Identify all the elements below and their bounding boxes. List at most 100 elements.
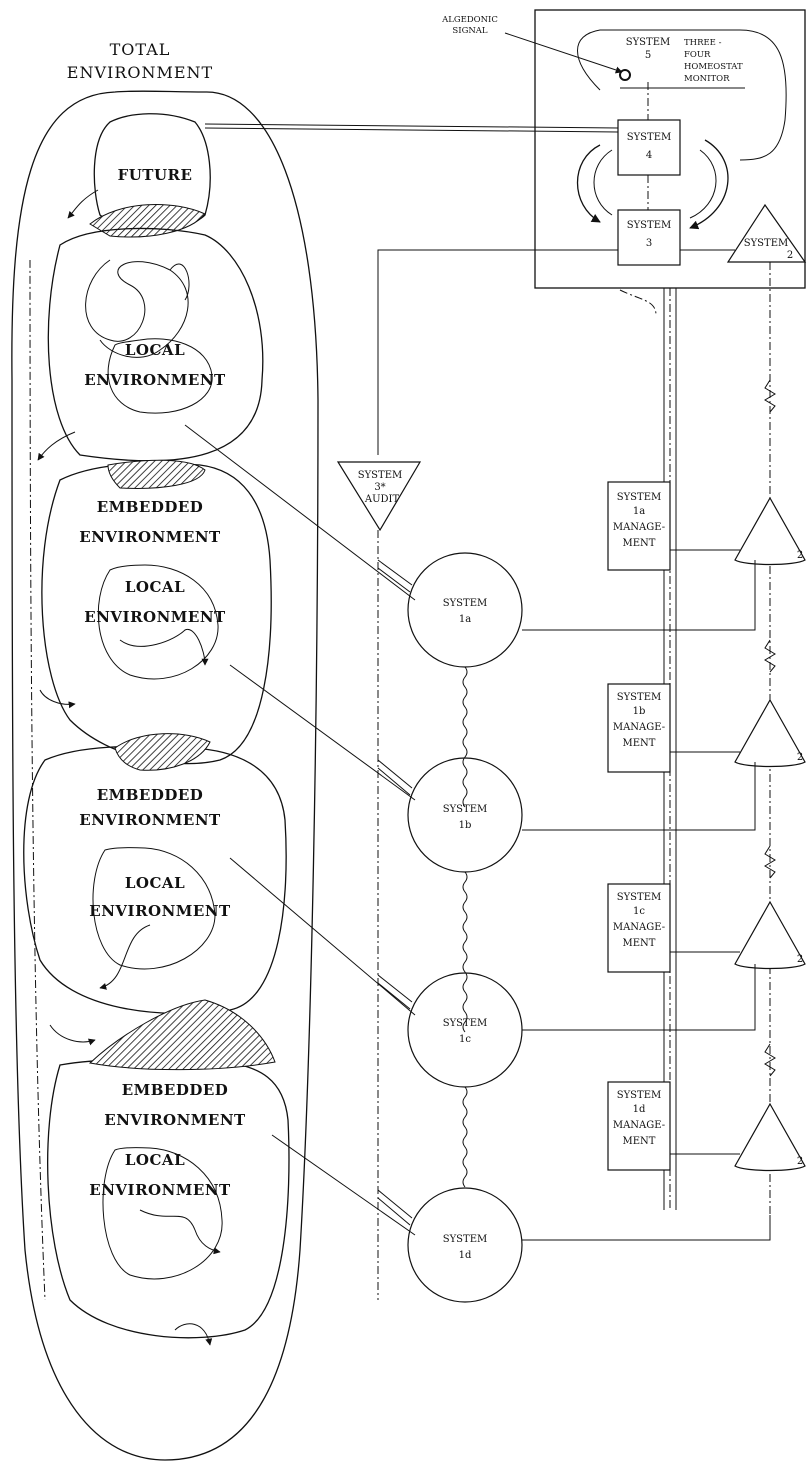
- operation-1b: SYSTEM 1b SYSTEM 1b MANAGE- MENT 2: [229, 664, 806, 873]
- s4-to-s3-arrow: [577, 144, 601, 223]
- s1c-to-regulator: [522, 964, 756, 1031]
- embedded-label-3-line1: EMBEDDED: [122, 1081, 229, 1099]
- wavy-1b-1c: [462, 871, 468, 1033]
- system-1d-mgmt-line3: MANAGE-: [613, 1120, 665, 1131]
- system-1a-regulator: [734, 496, 806, 566]
- audit-label-line1: SYSTEM: [358, 470, 403, 481]
- system-4-label-line1: SYSTEM: [627, 132, 672, 143]
- system-1b-management-box: [607, 683, 671, 773]
- local-label-2-line2: ENVIRONMENT: [84, 608, 226, 626]
- system-1d-label-line2: 1d: [459, 1250, 472, 1261]
- audit-to-s1b-a: [377, 759, 413, 789]
- system-2-triangle: [726, 203, 807, 263]
- system-1d-label-line1: SYSTEM: [443, 1234, 488, 1245]
- system-1d-circle: [407, 1187, 523, 1303]
- embedded-label-1-line2: ENVIRONMENT: [79, 528, 221, 546]
- s1a-to-regulator: [522, 560, 756, 631]
- env-to-s1a-link: [184, 424, 416, 601]
- homeostat-loop: [577, 29, 787, 161]
- local-label-3-line1: LOCAL: [125, 874, 185, 892]
- zigzag-3: [764, 845, 776, 879]
- system-1d-management-box: [607, 1081, 671, 1171]
- future-region: [93, 113, 211, 231]
- system-1a-label-line2: 1a: [459, 614, 471, 625]
- monitor-label-line1: THREE -: [684, 38, 722, 48]
- algedonic-label-line2: SIGNAL: [452, 26, 488, 36]
- local-label-1-line2: ENVIRONMENT: [84, 371, 226, 389]
- operation-1d: SYSTEM 1d SYSTEM 1d MANAGE- MENT 2: [271, 1081, 806, 1303]
- system-1d-regulator-label: 2: [797, 1156, 803, 1167]
- local-environment-region-1: [47, 227, 264, 462]
- local-blob-3: [92, 847, 216, 970]
- future-label: FUTURE: [118, 166, 193, 184]
- local-label-2-line1: LOCAL: [125, 578, 185, 596]
- audit-to-s1d-a: [377, 1189, 413, 1219]
- audit-to-s1a-b: [377, 567, 411, 593]
- env-to-s1c-link: [229, 857, 416, 1016]
- audit-to-s1d-b: [377, 1197, 411, 1226]
- system-1a-mgmt-line4: MENT: [623, 538, 656, 549]
- local-label-4-line1: LOCAL: [125, 1151, 185, 1169]
- env-to-s1b-link: [229, 664, 416, 801]
- total-environment-title-line1: TOTAL: [110, 40, 171, 59]
- monitor-label-line4: MONITOR: [684, 74, 730, 84]
- system-2-label-line1: SYSTEM: [744, 238, 789, 249]
- system-1b-label-line1: SYSTEM: [443, 804, 488, 815]
- environment-group: TOTAL ENVIRONMENT FUTURE LOCAL ENVIRONME…: [11, 40, 319, 1461]
- monitor-label-line2: FOUR: [684, 50, 711, 60]
- embedded-hatch-1: [107, 459, 206, 489]
- system-1b-mgmt-line3: MANAGE-: [613, 722, 665, 733]
- system-1a-label-line1: SYSTEM: [443, 598, 488, 609]
- system-1a-circle: [407, 552, 523, 668]
- system-1a-management-box: [607, 481, 671, 571]
- system-1a-mgmt-line2: 1a: [633, 506, 645, 517]
- local-blob-4: [102, 1147, 223, 1280]
- total-environment-title-line2: ENVIRONMENT: [67, 63, 213, 82]
- wavy-1a-1b: [462, 666, 468, 808]
- local-label-4-line2: ENVIRONMENT: [89, 1181, 231, 1199]
- zigzag-2: [764, 639, 776, 673]
- audit-to-s1c-a: [377, 974, 413, 1003]
- system-1d-mgmt-line2: 1d: [633, 1104, 646, 1115]
- local-scribble-2: [119, 628, 209, 666]
- system-1b-mgmt-line1: SYSTEM: [617, 692, 662, 703]
- algedonic-label-line1: ALGEDONIC: [441, 15, 498, 25]
- local-scribble-1: [85, 259, 190, 358]
- audit-to-s1b-b: [377, 767, 411, 796]
- system-1c-management-box: [607, 883, 671, 973]
- audit-triangle: [336, 461, 422, 532]
- local-scribble-4: [139, 1209, 221, 1255]
- system-1d-mgmt-line1: SYSTEM: [617, 1090, 662, 1101]
- system-3-box: [617, 209, 681, 266]
- system-5-label-line1: SYSTEM: [626, 37, 671, 48]
- embedded-label-2-line2: ENVIRONMENT: [79, 811, 221, 829]
- embedded-hatch-2: [114, 733, 211, 771]
- monitor-label-line3: HOMEOSTAT: [684, 62, 743, 72]
- local-label-3-line2: ENVIRONMENT: [89, 902, 231, 920]
- s3-to-s4-arrow: [689, 139, 729, 230]
- local-arrow-1: [37, 431, 76, 461]
- env-to-s4-link-b: [204, 127, 619, 133]
- embedded-label-1-line1: EMBEDDED: [97, 498, 204, 516]
- audit-label-line2: 3*: [374, 482, 385, 493]
- wavy-1c-1d: [462, 1086, 468, 1188]
- audit-to-s1a-a: [377, 559, 413, 586]
- total-environment-boundary: [11, 90, 319, 1461]
- system-2-label-line2: 2: [787, 250, 793, 261]
- audit-label-line3: AUDIT: [364, 494, 400, 505]
- system-1c-regulator: [734, 900, 806, 970]
- env-to-s4-link-a: [204, 123, 619, 129]
- metasystem-group: ALGEDONIC SIGNAL SYSTEM 5 THREE - FOUR H…: [204, 9, 807, 1300]
- system-1b-label-line2: 1b: [459, 820, 472, 831]
- embedded-arrow-2: [49, 1024, 96, 1046]
- embedded-arrow-1: [39, 689, 76, 709]
- local-blob-1: [107, 338, 213, 414]
- embedded-label-3-line2: ENVIRONMENT: [104, 1111, 246, 1129]
- algedonic-signal-arrow: [504, 32, 623, 74]
- operation-1a: SYSTEM 1a SYSTEM 1a MANAGE- MENT 2: [184, 424, 806, 668]
- system-1c-label-line2: 1c: [459, 1034, 471, 1045]
- s3-dotted-down: [619, 289, 657, 316]
- s4-to-s3-arrow-inner: [593, 149, 613, 216]
- embedded-label-2-line1: EMBEDDED: [97, 786, 204, 804]
